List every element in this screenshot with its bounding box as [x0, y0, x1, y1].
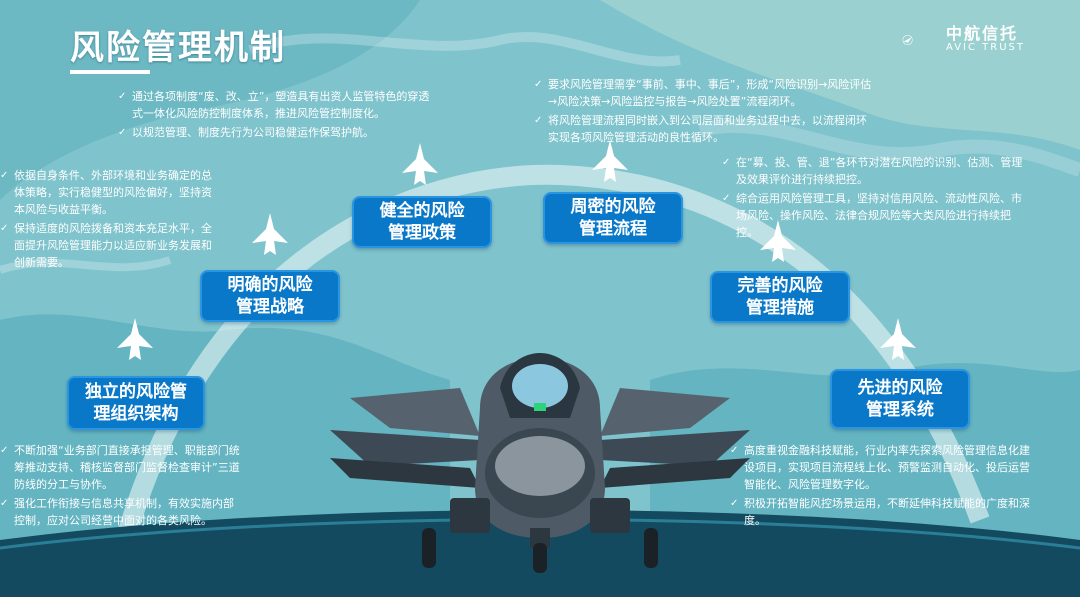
bullet-item: 保持适度的风险拨备和资本充足水平，全面提升风险管理能力以适应新业务发展和创新需要… — [0, 220, 214, 271]
box-label-line2: 理组织架构 — [93, 404, 179, 424]
bullet-item: 依据自身条件、外部环境和业务确定的总体策略，实行稳健型的风险偏好，坚持资本风险与… — [0, 167, 214, 218]
bullet-item: 综合运用风险管理工具，坚持对信用风险、流动性风险、市场风险、操作风险、法律合规风… — [722, 190, 1032, 241]
policy-text: 通过各项制度“废、改、立”，塑造具有出资人监管特色的穿透式一体化风险防控制度体系… — [118, 88, 436, 143]
measures-text: 在“募、投、管、退”各环节对潜在风险的识别、估测、管理及效果评价进行持续把控。 … — [722, 154, 1032, 243]
bullet-item: 以规范管理、制度先行为公司稳健运作保驾护航。 — [118, 124, 436, 141]
box-process: 周密的风险管理流程 — [543, 192, 683, 244]
bullet-item: 在“募、投、管、退”各环节对潜在风险的识别、估测、管理及效果评价进行持续把控。 — [722, 154, 1032, 188]
system-text: 高度重视金融科技赋能，行业内率先探索风险管理信息化建设项目，实现项目流程线上化、… — [730, 442, 1030, 531]
bullet-item: 积极开拓智能风控场景运用，不断延伸科技赋能的广度和深度。 — [730, 495, 1030, 529]
box-policy: 健全的风险管理政策 — [352, 196, 492, 248]
avic-logo-icon — [902, 34, 913, 46]
box-label-line1: 先进的风险 — [857, 378, 943, 398]
box-label-line2: 管理流程 — [579, 219, 647, 239]
box-label-line2: 管理措施 — [746, 298, 814, 318]
logo-chinese: 中航信托 — [946, 24, 1019, 43]
logo-english: AVIC TRUST — [946, 42, 1025, 53]
strategy-text: 依据自身条件、外部环境和业务确定的总体策略，实行稳健型的风险偏好，坚持资本风险与… — [0, 167, 214, 273]
box-strategy: 明确的风险管理战略 — [200, 270, 340, 322]
page-title: 风险管理机制 — [70, 28, 286, 68]
bullet-item: 要求风险管理需孪“事前、事中、事后”，形成“风险识别→风险评估→风险决策→风险监… — [534, 76, 872, 110]
box-label-line1: 健全的风险 — [379, 201, 465, 221]
box-label-line1: 明确的风险 — [227, 275, 313, 295]
box-label-line1: 完善的风险 — [737, 276, 823, 296]
box-measures: 完善的风险管理措施 — [710, 271, 850, 323]
box-label-line2: 管理系统 — [866, 400, 934, 420]
bullet-item: 不断加强“业务部门直接承担管理、职能部门统筹推动支持、稽核监督部门监督检查审计”… — [0, 442, 240, 493]
box-label-line1: 独立的风险管 — [85, 382, 187, 402]
jet-icon — [592, 140, 628, 182]
fighter-jet-illustration — [330, 353, 750, 573]
box-label-line2: 管理战略 — [236, 297, 304, 317]
bullet-item: 强化工作衔接与信息共享机制，有效实施内部控制，应对公司经营中面对的各类风险。 — [0, 495, 240, 529]
jet-icon — [760, 220, 796, 262]
bullet-item: 将风险管理流程同时嵌入到公司层面和业务过程中去，以流程闭环实现各项风险管理活动的… — [534, 112, 872, 146]
title-underline — [70, 70, 150, 74]
box-label-line2: 管理政策 — [388, 223, 456, 243]
org-text: 不断加强“业务部门直接承担管理、职能部门统筹推动支持、稽核监督部门监督检查审计”… — [0, 442, 240, 531]
box-org-structure: 独立的风险管理组织架构 — [67, 376, 205, 430]
bullet-item: 高度重视金融科技赋能，行业内率先探索风险管理信息化建设项目，实现项目流程线上化、… — [730, 442, 1030, 493]
bullet-item: 通过各项制度“废、改、立”，塑造具有出资人监管特色的穿透式一体化风险防控制度体系… — [118, 88, 436, 122]
jet-icon — [252, 213, 288, 255]
box-label-line1: 周密的风险 — [570, 197, 656, 217]
box-system: 先进的风险管理系统 — [830, 369, 970, 429]
jet-icon — [402, 143, 438, 185]
jet-icon — [880, 318, 916, 360]
jet-icon — [117, 318, 153, 360]
process-text: 要求风险管理需孪“事前、事中、事后”，形成“风险识别→风险评估→风险决策→风险监… — [534, 76, 872, 148]
